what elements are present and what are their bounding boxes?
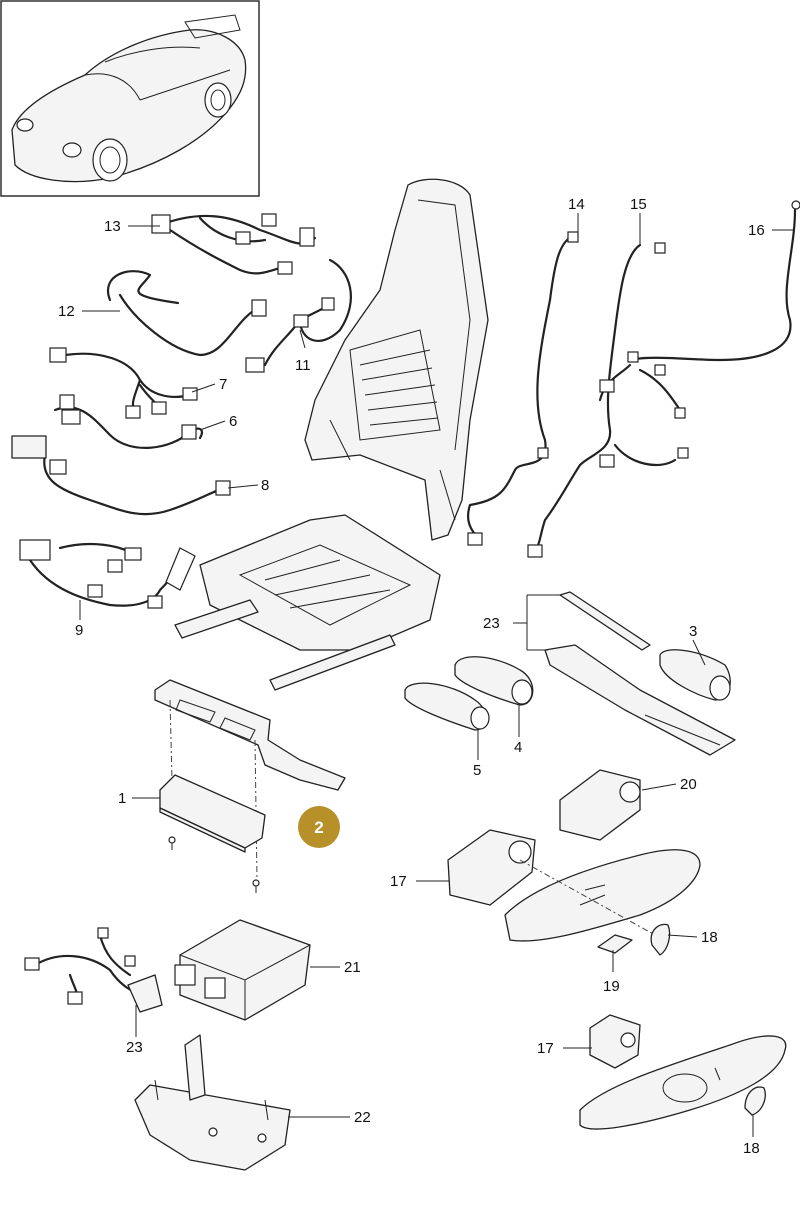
callout-23-upper: 23 [483, 615, 500, 632]
harness-9 [19, 539, 196, 609]
highlight-badge-circle [298, 806, 340, 848]
car-thumbnail [0, 0, 260, 197]
bracket-22 [134, 1034, 291, 1171]
callout-18-lower: 18 [743, 1140, 760, 1157]
callout-3: 3 [689, 623, 697, 640]
motor-5 [404, 682, 490, 731]
highlight-badge-label: 2 [314, 818, 323, 837]
callout-16: 17 [390, 873, 407, 890]
callout-15: 16 [748, 222, 765, 239]
switch-module-16 [447, 829, 536, 906]
callout-14: 15 [630, 196, 647, 213]
motor-3 [659, 649, 731, 701]
motor-4 [454, 656, 534, 706]
bezel-18-lower [744, 1086, 766, 1116]
harness-8 [11, 435, 231, 516]
bracket-plate-2 [154, 679, 346, 791]
harness-11 [106, 270, 267, 357]
callout-13: 14 [568, 196, 585, 213]
bezel-18-upper [650, 923, 671, 956]
callout-21: 21 [344, 959, 361, 976]
callout-8: 8 [261, 477, 269, 494]
harness-23-lower [24, 927, 163, 1013]
switch-module-20 [559, 769, 641, 841]
seat-cushion-frame [174, 514, 441, 691]
callout-4: 4 [514, 739, 522, 756]
callout-20: 20 [680, 776, 697, 793]
callout-6: 6 [229, 413, 237, 430]
control-unit-1 [159, 774, 266, 893]
harness-7 [49, 347, 198, 419]
bezel-19 [597, 934, 633, 954]
callout-19: 19 [603, 978, 620, 995]
callout-18-upper: 18 [701, 929, 718, 946]
shaft-23 [544, 591, 736, 756]
callout-10: 11 [295, 357, 311, 374]
callout-5: 5 [473, 762, 481, 779]
callout-11: 12 [58, 303, 75, 320]
side-trim-upper [504, 849, 701, 942]
callout-17: 17 [537, 1040, 554, 1057]
callout-9: 9 [75, 622, 83, 639]
highlight-badge: 2 [298, 806, 340, 848]
dash-line-b [254, 739, 258, 881]
switch-module-17 [589, 1014, 641, 1069]
wire-15 [598, 200, 800, 468]
harness-10 [245, 258, 352, 373]
harness-12 [151, 213, 317, 275]
dash-line-a [169, 699, 173, 781]
harness-6 [53, 394, 204, 449]
callout-1: 1 [118, 790, 126, 807]
wire-13 [466, 231, 579, 546]
callout-23-lower: 23 [126, 1039, 143, 1056]
callout-12: 13 [104, 218, 121, 235]
callout-7: 7 [219, 376, 227, 393]
airbag-module-21 [174, 919, 311, 1021]
side-trim-lower [579, 1035, 787, 1130]
wire-14 [527, 242, 666, 558]
leader-lines [79, 213, 795, 1137]
callout-22: 22 [354, 1109, 371, 1126]
seat-back-frame [304, 178, 489, 541]
